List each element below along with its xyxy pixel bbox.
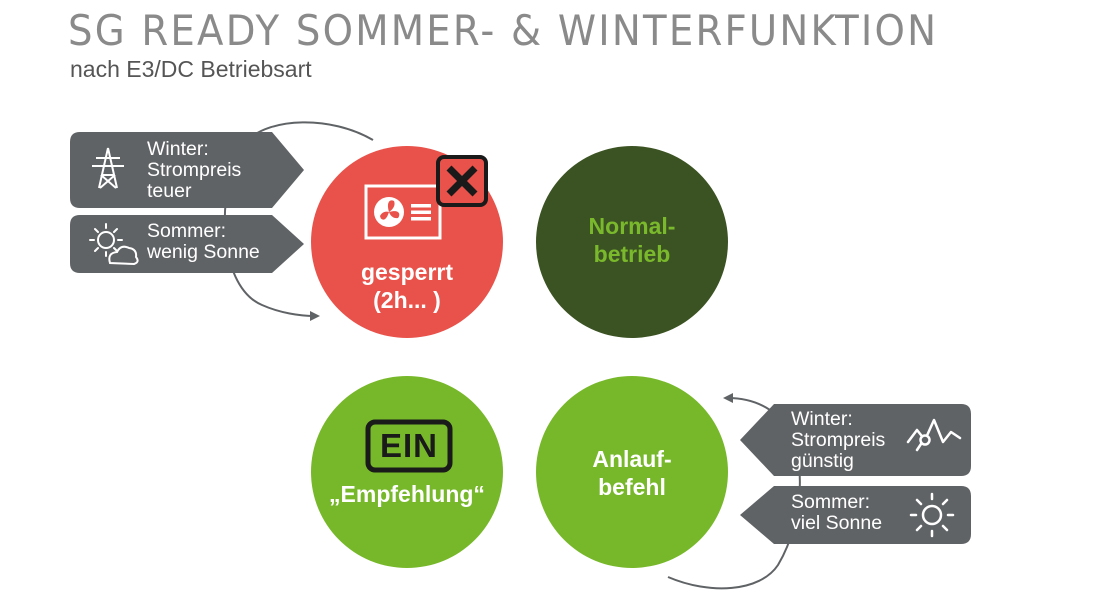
heat-pump-icon bbox=[364, 184, 442, 240]
tag-winter-teuer-line2: Strompreis bbox=[147, 159, 242, 181]
normal-label: Normal- betrieb bbox=[552, 213, 712, 268]
sun-cloud-icon bbox=[89, 223, 139, 266]
tag-sommer-viel-line1: Sommer: bbox=[791, 491, 871, 513]
tag-sommer-viel-text: Sommer: viel Sonne bbox=[791, 492, 882, 534]
empfehlung-label: „Empfehlung“ bbox=[329, 481, 485, 507]
tag-sommer-wenig-line1: Sommer: bbox=[147, 220, 227, 242]
tag-winter-teuer-text: Winter: Strompreis teuer bbox=[147, 139, 241, 202]
tag-winter-guenstig-text: Winter: Strompreis günstig bbox=[791, 409, 885, 472]
tag-sommer-wenig-line2: wenig Sonne bbox=[147, 241, 260, 263]
tag-winter-guenstig-line2: Strompreis bbox=[791, 429, 886, 451]
price-graph-icon bbox=[906, 418, 962, 452]
anlauf-label: Anlauf- befehl bbox=[552, 446, 712, 501]
normal-line2: betrieb bbox=[593, 240, 671, 267]
page-title: SG READY SOMMER- & WINTERFUNKTION bbox=[68, 6, 939, 55]
tag-winter-guenstig-line3: günstig bbox=[791, 450, 854, 472]
sun-icon bbox=[909, 492, 955, 538]
tag-winter-guenstig-line1: Winter: bbox=[791, 408, 853, 430]
tag-winter-guenstig bbox=[740, 404, 971, 476]
tag-winter-teuer-line1: Winter: bbox=[147, 138, 209, 160]
gesperrt-line2: (2h... ) bbox=[373, 286, 441, 313]
power-pylon-icon bbox=[92, 147, 124, 189]
blocked-x-icon bbox=[436, 155, 488, 207]
ein-badge-text: EIN bbox=[379, 427, 438, 464]
tag-winter-teuer bbox=[70, 132, 304, 208]
gesperrt-label: gesperrt (2h... ) bbox=[327, 259, 487, 314]
state-normal-circle bbox=[536, 146, 728, 338]
anlauf-line2: befehl bbox=[598, 473, 666, 500]
state-anlauf-circle bbox=[536, 376, 728, 568]
tag-sommer-viel-line2: viel Sonne bbox=[791, 512, 883, 534]
tag-sommer-wenig-text: Sommer: wenig Sonne bbox=[147, 221, 260, 263]
page-subtitle: nach E3/DC Betriebsart bbox=[70, 56, 312, 82]
anlauf-line1: Anlauf- bbox=[592, 446, 672, 472]
gesperrt-line1: gesperrt bbox=[360, 259, 454, 285]
normal-line1: Normal- bbox=[588, 213, 676, 239]
tag-sommer-viel bbox=[740, 486, 971, 544]
ein-badge-icon bbox=[365, 419, 453, 473]
tag-winter-teuer-line3: teuer bbox=[147, 180, 192, 202]
